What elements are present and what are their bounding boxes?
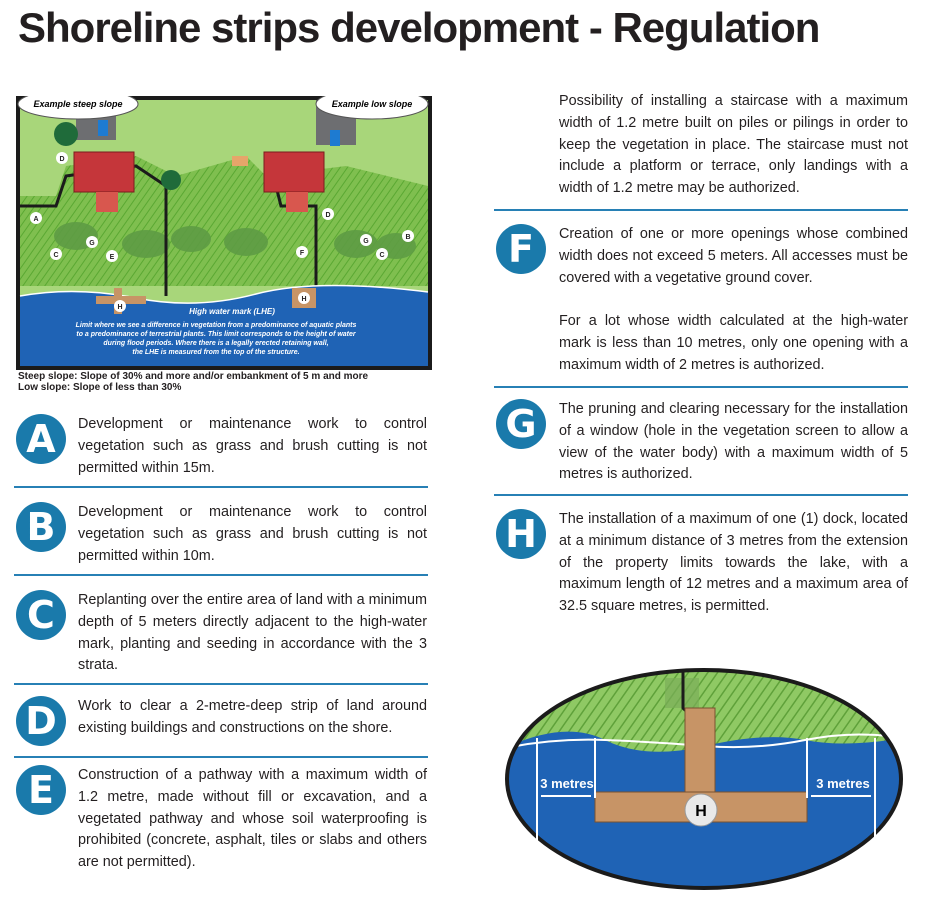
item-d: D Work to clear a 2-metre-deep strip of … xyxy=(16,696,430,746)
item-d-text: Work to clear a 2-metre-deep strip of la… xyxy=(78,698,427,736)
slope-legend: Steep slope: Slope of 30% and more and/o… xyxy=(18,371,368,393)
divider xyxy=(494,209,908,211)
right-distance-label: 3 metres xyxy=(816,776,869,791)
divider xyxy=(494,494,908,496)
item-f-text-2: For a lot whose width calculated at the … xyxy=(559,313,908,373)
item-g: G The pruning and clearing necessary for… xyxy=(496,399,910,486)
item-a-text: Development or maintenance work to contr… xyxy=(78,416,427,476)
badge-c: C xyxy=(16,590,66,640)
badge-e: E xyxy=(16,765,66,815)
badge-b: B xyxy=(16,502,66,552)
marker-c-left: C xyxy=(53,252,58,259)
page-title: Shoreline strips development - Regulatio… xyxy=(18,4,820,51)
hwm-line-3: during flood periods. Where there is a l… xyxy=(103,340,328,347)
badge-f: F xyxy=(496,224,546,274)
badge-a: A xyxy=(16,414,66,464)
divider xyxy=(14,683,428,685)
marker-c-right: C xyxy=(379,252,384,259)
legend-steep: Steep slope: Slope of 30% and more and/o… xyxy=(18,371,369,382)
marker-h-right: H xyxy=(301,296,306,303)
divider xyxy=(14,756,428,758)
shoreline-diagram: Example steep slope Example low slope A … xyxy=(16,96,432,370)
marker-g-left: G xyxy=(89,240,95,247)
legend-low: Low slope: Slope of less than 30% xyxy=(18,382,182,393)
badge-h: H xyxy=(496,509,546,559)
dock-marker-h: H xyxy=(695,803,707,820)
item-b-text: Development or maintenance work to contr… xyxy=(78,504,427,564)
item-h: H The installation of a maximum of one (… xyxy=(496,509,910,618)
marker-d-left: D xyxy=(59,156,64,163)
steep-slope-label: Example steep slope xyxy=(33,99,122,109)
item-e: E Construction of a pathway with a maxim… xyxy=(16,765,430,874)
marker-f: F xyxy=(300,250,305,257)
badge-g: G xyxy=(496,399,546,449)
item-f: F Creation of one or more openings whose… xyxy=(496,224,910,377)
marker-d-right: D xyxy=(325,212,330,219)
hwm-line-2: to a predominance of terrestrial plants.… xyxy=(76,331,357,338)
dock-diagram: H 3 metres 3 metres xyxy=(505,668,903,890)
badge-d: D xyxy=(16,696,66,746)
left-distance-label: 3 metres xyxy=(540,776,593,791)
item-g-text: The pruning and clearing necessary for t… xyxy=(559,401,908,483)
hwm-title: High water mark (LHE) xyxy=(189,307,275,316)
item-b: B Development or maintenance work to con… xyxy=(16,502,430,567)
marker-h-left: H xyxy=(117,304,122,311)
staircase-text: Possibility of installing a staircase wi… xyxy=(559,93,908,197)
divider xyxy=(14,574,428,576)
item-a: A Development or maintenance work to con… xyxy=(16,414,430,479)
divider xyxy=(494,386,908,388)
marker-b: B xyxy=(405,234,410,241)
item-f-text: Creation of one or more openings whose c… xyxy=(559,226,908,286)
item-c-text: Replanting over the entire area of land … xyxy=(78,592,427,674)
divider xyxy=(14,486,428,488)
marker-g-right: G xyxy=(363,238,369,245)
item-h-text: The installation of a maximum of one (1)… xyxy=(559,511,908,615)
item-c: C Replanting over the entire area of lan… xyxy=(16,590,430,677)
hwm-line-4: the LHE is measured from the top of the … xyxy=(132,349,299,356)
marker-a: A xyxy=(33,216,38,223)
low-slope-label: Example low slope xyxy=(332,99,413,109)
hwm-line-1: Limit where we see a difference in veget… xyxy=(76,322,357,329)
marker-e: E xyxy=(110,254,115,261)
item-e-text: Construction of a pathway with a maximum… xyxy=(78,767,427,871)
